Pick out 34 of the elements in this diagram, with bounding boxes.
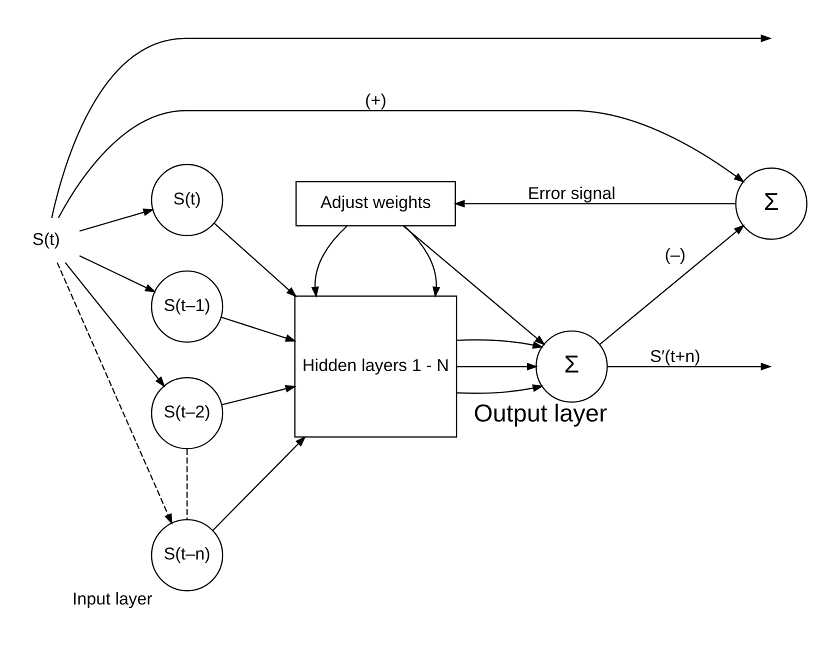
node-circle: Σ [536,330,608,402]
edge-label: (+) [365,89,386,110]
node-circle: S(t–1) [150,270,224,342]
edge-label: (–) [664,244,686,264]
arrow [456,362,538,370]
arrow [456,384,544,394]
arrow [456,338,544,348]
arrow [607,362,772,370]
arrow [56,262,172,524]
arrow [212,436,306,530]
arrow [311,225,348,298]
node-label: Output layer [474,400,608,428]
connector [186,448,188,520]
arrow [404,225,440,298]
edge-label: S′(t+n) [650,345,700,366]
node-circle: S(t) [150,163,224,236]
node-text: S(t) [32,228,60,248]
node-circle: S(t–n) [150,518,224,591]
arrow [79,208,154,232]
arrow [214,222,298,297]
arrow [600,224,745,344]
node-box: Adjust weights [295,180,456,226]
node-label: Input layer [72,588,152,608]
arrow [454,199,736,208]
node-circle: Σ [735,167,808,240]
arrow [220,316,296,342]
arrow [64,262,166,387]
arrow [222,384,296,405]
arrow [51,34,772,218]
node-box: Hidden layers 1 - N [294,295,458,438]
edge-label: Error signal [528,182,616,203]
arrow [403,225,546,345]
arrow [79,254,156,292]
arrow [58,110,745,218]
